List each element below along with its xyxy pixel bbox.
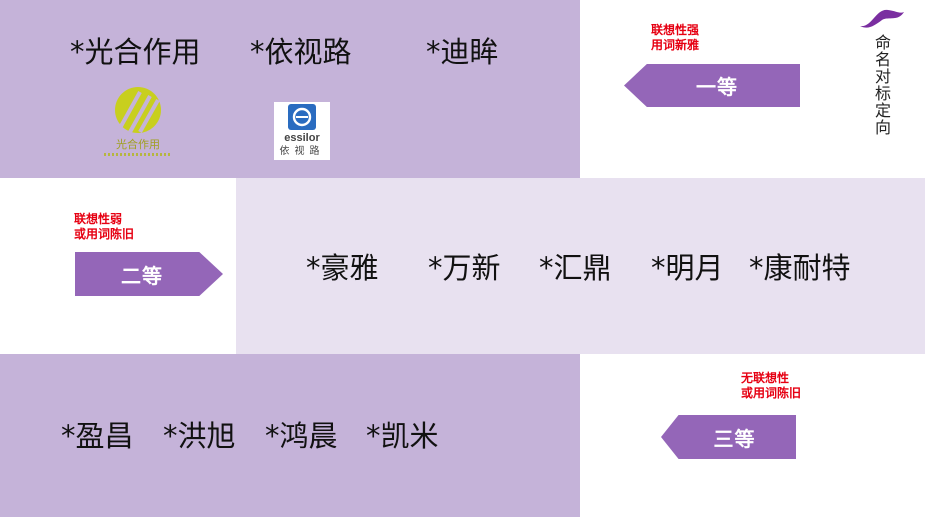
tier3-label-arrow: 三等 [661, 415, 796, 459]
tier1-label-arrow: 一等 [624, 64, 800, 107]
tier1-label: 一等 [696, 75, 738, 99]
brand-hongxu: *洪旭 [163, 419, 236, 453]
tier3-label: 三等 [713, 426, 756, 451]
tier2-note-line-2: 或用词陈旧 [74, 227, 135, 241]
essilor-lens-icon [288, 104, 316, 130]
tier2-band [236, 178, 925, 354]
tier2-note: 联想性弱 或用词陈旧 [74, 212, 134, 242]
brand-conant: *康耐特 [749, 251, 851, 285]
tier3-note: 无联想性 或用词陈旧 [741, 371, 801, 401]
side-title: 命名对标定向 [872, 34, 891, 136]
guanghe-logo-icon [115, 87, 161, 133]
tier1-note: 联想性强 用词新雅 [651, 23, 699, 53]
brand-hoya: *豪雅 [306, 251, 379, 285]
brand-huiding: *汇鼎 [539, 251, 612, 285]
tier3-note-line-2: 或用词陈旧 [741, 386, 802, 400]
brand-wanxin: *万新 [428, 251, 501, 285]
tier2-label-arrow: 二等 [75, 252, 223, 296]
tier1-note-line-1: 联想性强 [651, 23, 700, 37]
tier3-note-line-1: 无联想性 [741, 371, 790, 385]
brand-guanghe: *光合作用 [70, 35, 201, 69]
essilor-logo: essilor 依视路 [274, 102, 330, 160]
tier2-label: 二等 [121, 263, 163, 288]
swoosh-icon [860, 9, 904, 28]
essilor-logo-cn: 依视路 [279, 146, 325, 157]
essilor-logo-word: essilor [284, 132, 320, 144]
brand-hongchen: *鸿晨 [265, 419, 338, 453]
brand-mingyue: *明月 [651, 251, 724, 285]
brand-yingchang: *盈昌 [61, 419, 134, 453]
brand-dimou: *迪眸 [426, 35, 499, 69]
guanghe-logo-subline [104, 153, 172, 156]
brand-essilor: *依视路 [250, 35, 352, 69]
tier2-note-line-1: 联想性弱 [74, 212, 123, 226]
tier3-band [0, 354, 580, 517]
brand-kaimi: *凯米 [366, 419, 439, 453]
tier1-note-line-2: 用词新雅 [651, 38, 700, 52]
guanghe-logo-text: 光合作用 [116, 138, 160, 151]
